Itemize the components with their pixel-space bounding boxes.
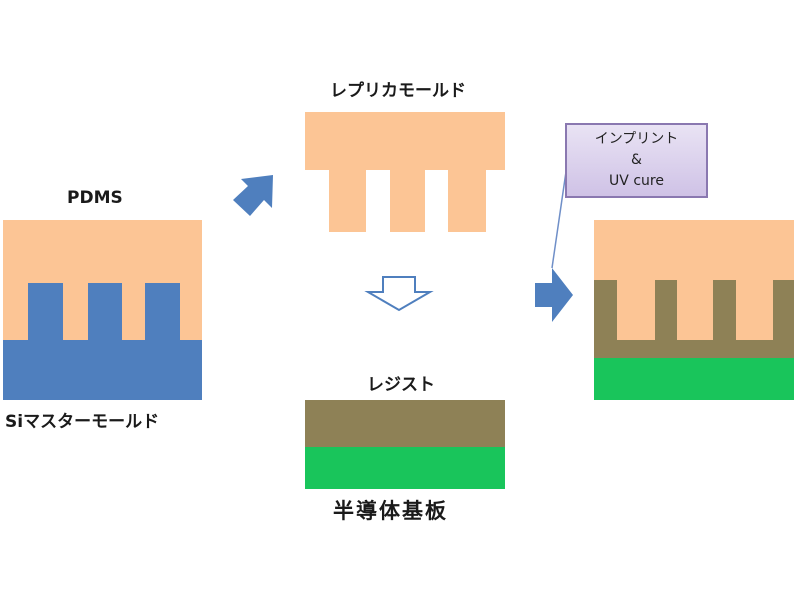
diagonal-arrow-icon — [233, 175, 273, 216]
result-resist-pattern — [594, 280, 794, 358]
result-substrate-layer — [594, 358, 794, 400]
imprinted-result — [594, 220, 794, 400]
resist-on-substrate — [305, 400, 505, 489]
replica-mold-label: レプリカモールド — [330, 81, 466, 101]
callout-line-uv-cure: UV cure — [609, 173, 664, 189]
semiconductor-substrate-layer — [305, 447, 505, 489]
replica-mold — [305, 112, 505, 232]
pdms-on-si-master-mold — [3, 220, 202, 400]
callout-line-imprint: インプリント — [594, 131, 679, 147]
result-mold-teeth — [617, 280, 773, 340]
resist-label: レジスト — [367, 375, 435, 395]
result-mold-top — [594, 220, 794, 280]
right-arrow-icon — [535, 268, 573, 322]
imprint-uv-cure-callout: インプリント & UV cure — [565, 123, 708, 198]
pdms-layer — [3, 220, 202, 340]
si-master-mold-label: Siマスターモールド — [5, 412, 160, 432]
callout-line-ampersand: & — [631, 152, 642, 168]
pdms-label: PDMS — [67, 188, 123, 208]
resist-layer — [305, 400, 505, 447]
down-arrow-outline-icon — [364, 276, 434, 312]
semiconductor-substrate-label: 半導体基板 — [333, 499, 448, 523]
